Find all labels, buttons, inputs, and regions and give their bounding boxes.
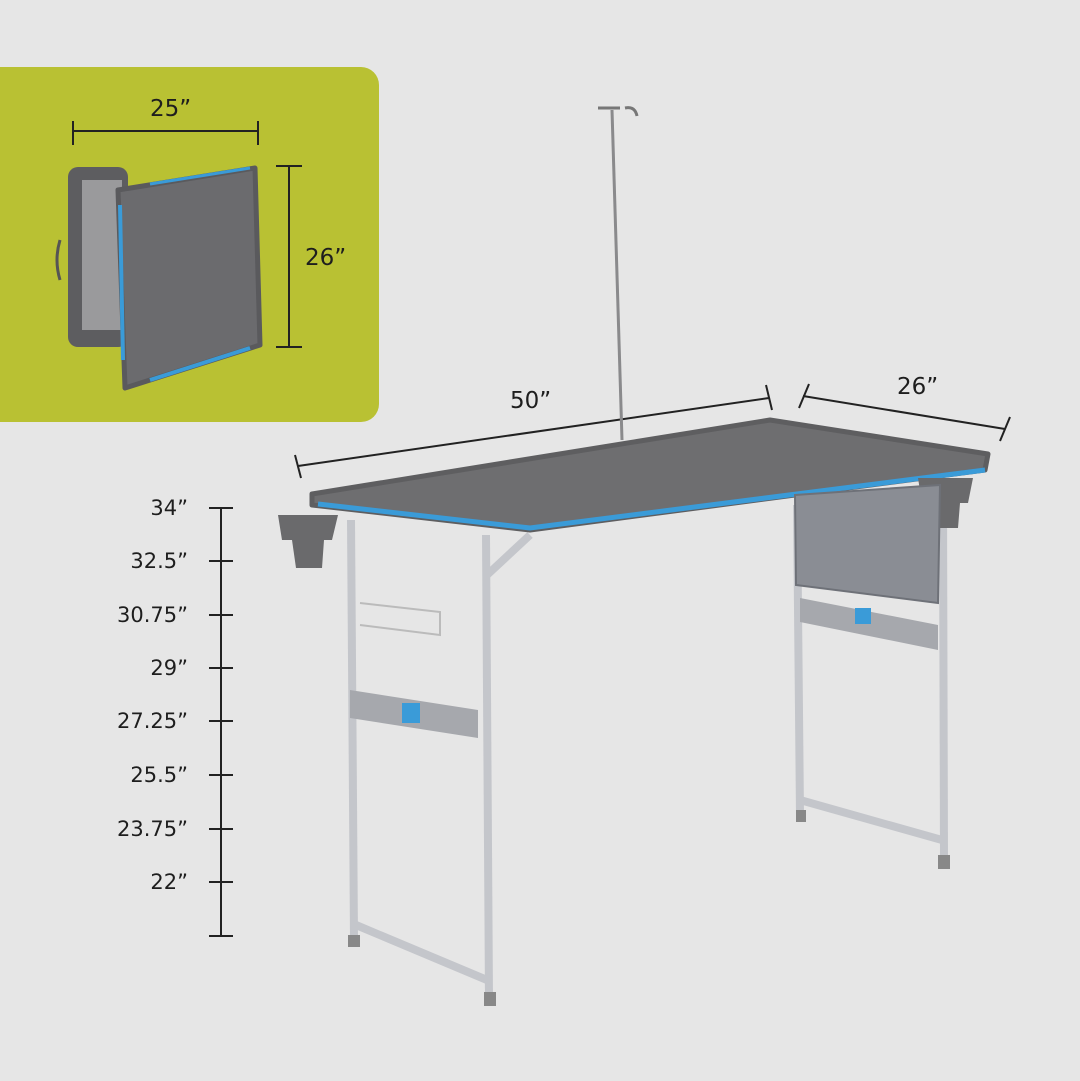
height-label: 32.5” [130, 549, 188, 573]
height-label: 22” [150, 870, 188, 894]
folded-height-label: 26” [305, 245, 347, 271]
open-table-image [278, 106, 991, 1006]
depth-label: 26” [897, 374, 939, 400]
height-scale [209, 507, 233, 937]
length-label: 50” [510, 388, 552, 414]
open-dimension-lines [294, 383, 1011, 479]
height-label: 27.25” [117, 709, 188, 733]
height-label: 30.75” [117, 603, 188, 627]
height-label: 25.5” [130, 763, 188, 787]
height-label: 23.75” [117, 817, 188, 841]
height-label: 29” [150, 656, 188, 680]
folded-dimension-lines [72, 121, 302, 348]
height-label: 34” [150, 496, 188, 520]
folded-table-image [55, 165, 263, 391]
folded-width-label: 25” [150, 96, 192, 122]
